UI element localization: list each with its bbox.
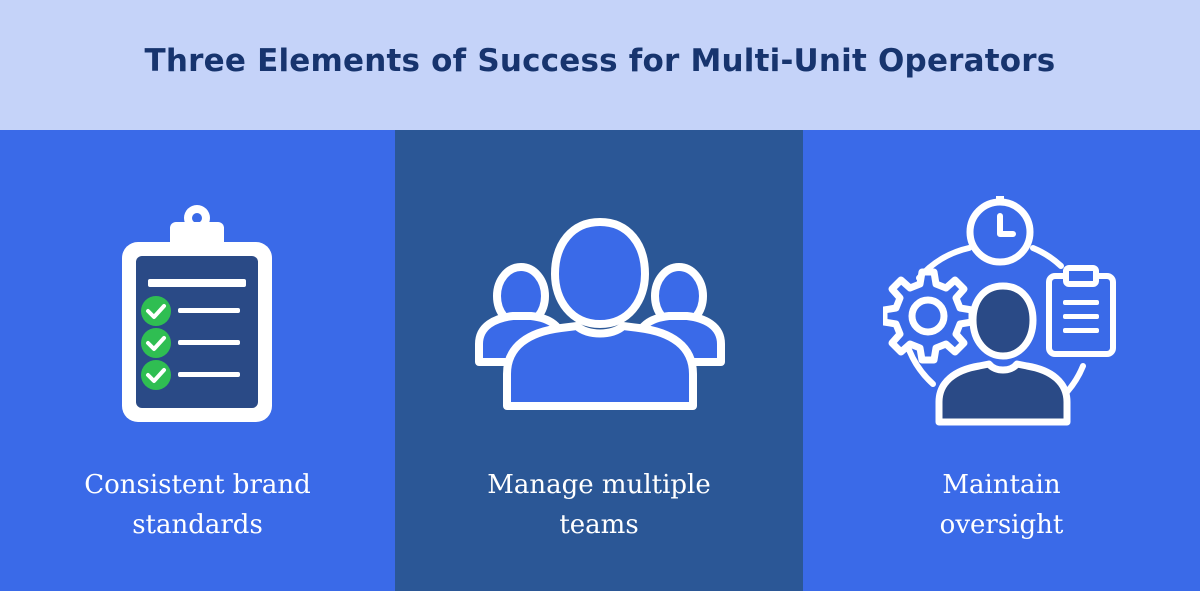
- panel-maintain-oversight: Maintain oversight: [803, 130, 1200, 591]
- page-title: Three Elements of Success for Multi-Unit…: [144, 43, 1056, 79]
- panel-label-line: standards: [132, 510, 263, 540]
- panel-label: Manage multiple teams: [395, 465, 803, 545]
- panel-label-line: Maintain: [942, 470, 1061, 500]
- panel-manage-teams: Manage multiple teams: [395, 130, 803, 591]
- panel-label-line: Manage multiple: [487, 470, 711, 500]
- panel-brand-standards: Consistent brand standards: [0, 130, 395, 591]
- panel-label-line: teams: [559, 510, 639, 540]
- header-banner: Three Elements of Success for Multi-Unit…: [0, 0, 1200, 130]
- oversight-cycle-icon: [883, 196, 1116, 426]
- team-people-icon: [475, 218, 725, 410]
- panel-label: Consistent brand standards: [0, 465, 395, 545]
- panel-label: Maintain oversight: [803, 465, 1200, 545]
- panel-label-line: Consistent brand: [84, 470, 311, 500]
- panel-label-line: oversight: [939, 510, 1064, 540]
- clipboard-checklist-icon: [122, 205, 272, 422]
